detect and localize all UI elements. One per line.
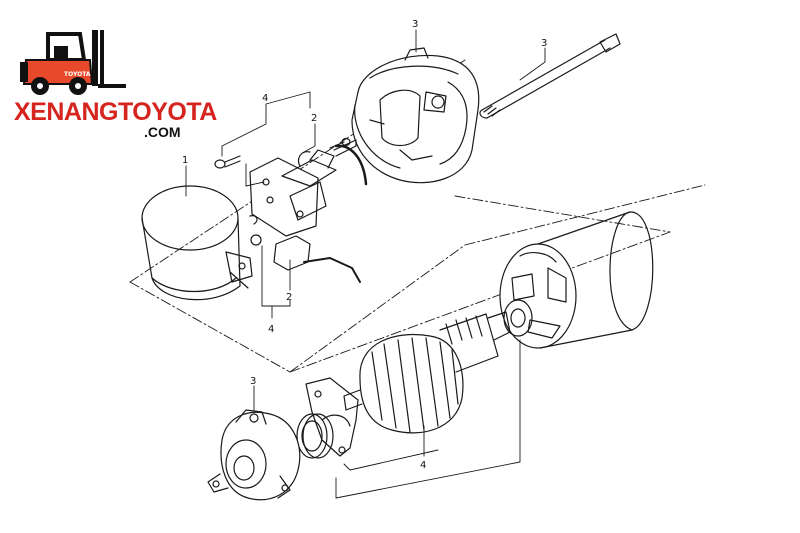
- brush-lower: [249, 215, 361, 283]
- callout-end-frame: 3: [250, 376, 256, 387]
- brand-domain: .COM: [144, 124, 181, 140]
- forklift-icon: TOYOTA: [20, 30, 126, 95]
- field-frame: [499, 211, 654, 349]
- leader-lines: [185, 29, 546, 499]
- callout-brush-top: 2: [311, 113, 317, 124]
- bearing: [296, 413, 334, 459]
- callout-brush-bottom: 2: [286, 292, 292, 303]
- callout-armature: 4: [420, 460, 426, 471]
- callout-housing-top: 3: [412, 19, 418, 30]
- callout-brush-holder-bottom: 4: [268, 324, 274, 335]
- brush-lead-wire: [297, 144, 368, 186]
- screw-left: [214, 155, 241, 169]
- yoke-band: [141, 185, 253, 301]
- through-bolt: [479, 33, 621, 119]
- callout-yoke-band: 1: [182, 155, 188, 166]
- callout-brush-holder-top: 4: [262, 93, 268, 104]
- armature: [343, 299, 533, 434]
- front-end-frame: [207, 409, 301, 501]
- brush-holder-plate: [249, 139, 357, 237]
- rear-housing: [351, 47, 480, 184]
- callout-through-bolt: 3: [541, 38, 547, 49]
- lower-assembly-frame: [289, 184, 706, 373]
- badge-text: TOYOTA: [64, 71, 91, 78]
- brand-logo[interactable]: TOYOTA XENANGTOYOTA .COM: [14, 24, 217, 144]
- brand-name: XENANGTOYOTA: [14, 98, 217, 126]
